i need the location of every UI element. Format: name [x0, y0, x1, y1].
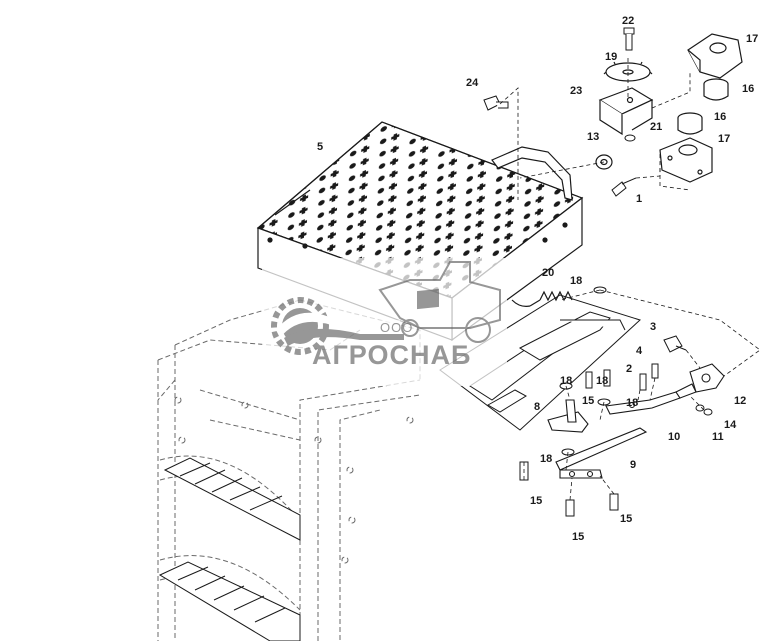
callout-9: 9: [630, 459, 636, 471]
callout-15-b: 15: [530, 495, 542, 507]
clamp-part-17-bottom: [659, 137, 713, 183]
callout-19: 19: [605, 51, 617, 63]
callout-18-d: 18: [626, 397, 638, 409]
linkage: [547, 391, 681, 479]
watermark-gear-logo: [271, 297, 404, 355]
gear-part-19: [603, 61, 653, 82]
callout-21: 21: [650, 121, 662, 133]
callout-17-top: 17: [746, 33, 758, 45]
leader-lines: [499, 58, 761, 501]
callout-16-top: 16: [742, 83, 754, 95]
callout-22: 22: [622, 15, 634, 27]
callout-3: 3: [650, 321, 656, 333]
callouts: 22 17 19 16 24 23 16 21 17 13 5 1 20 18 …: [317, 15, 758, 543]
callout-11: 11: [712, 431, 724, 443]
watermark-company-form: ООО: [380, 320, 413, 335]
spring-part-20: [511, 290, 573, 307]
bushing-part-16-bottom: [677, 112, 703, 135]
callout-14: 14: [724, 419, 737, 431]
watermark-brand: АГРОСНАБ: [312, 340, 471, 370]
callout-10: 10: [668, 431, 680, 443]
callout-15-d: 15: [572, 531, 584, 543]
callout-20: 20: [542, 267, 554, 279]
callout-13: 13: [587, 131, 599, 143]
callout-2: 2: [626, 363, 632, 375]
callout-15-a: 15: [582, 395, 594, 407]
agrosnab-watermark: ООО АГРОСНАБ: [262, 258, 507, 386]
callout-18-e: 18: [540, 453, 552, 465]
bracket-part-23: [598, 87, 654, 136]
clevis-part-12: [675, 363, 725, 399]
callout-23: 23: [570, 85, 582, 97]
bushing-part-16-top: [703, 78, 729, 101]
step-treads: [158, 457, 301, 641]
callout-5: 5: [317, 141, 323, 153]
callout-15-c: 15: [620, 513, 632, 525]
bolt-part-22: [623, 27, 635, 51]
callout-1: 1: [636, 193, 642, 205]
bolt-part-1: [611, 177, 637, 197]
callout-18-c: 18: [596, 375, 608, 387]
callout-24: 24: [466, 77, 479, 89]
callout-18-b: 18: [560, 375, 572, 387]
bolt-part-3: [663, 335, 687, 353]
callout-16-bottom: 16: [714, 111, 726, 123]
clamp-part-17-top: [687, 33, 743, 79]
callout-18-a: 18: [570, 275, 582, 287]
bolt-part-24: [483, 95, 509, 111]
mount-bracket: [491, 146, 573, 201]
callout-4: 4: [636, 345, 643, 357]
callout-12: 12: [734, 395, 746, 407]
nut-part-21: [624, 134, 636, 142]
watermark-harvester: [378, 261, 501, 343]
callout-17-bottom: 17: [718, 133, 730, 145]
callout-8: 8: [534, 401, 540, 413]
